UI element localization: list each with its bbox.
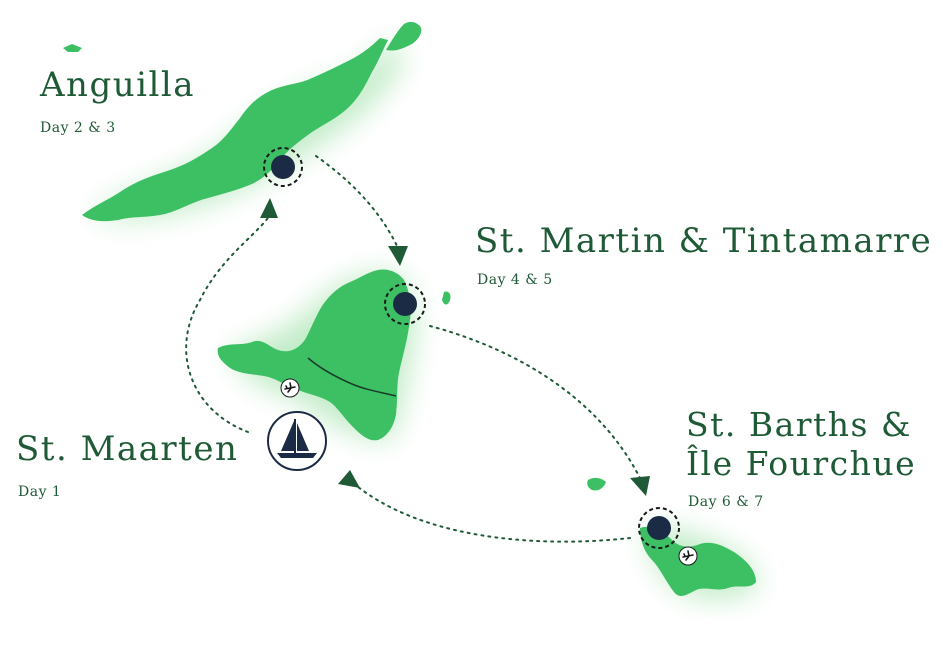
anguilla-title: Anguilla (40, 65, 196, 105)
route-anguilla-to-stmartin (315, 155, 399, 249)
st-barths-island (587, 477, 756, 596)
route-arrowheads (260, 198, 650, 496)
stmaarten-days: Day 1 (18, 484, 62, 500)
route-stmartin-to-stbarths (429, 325, 641, 479)
airplane-icon (280, 378, 300, 398)
route-stmaarten-to-anguilla (185, 217, 269, 433)
stbarths-days: Day 6 & 7 (688, 494, 764, 510)
stbarths-title-line2: Île Fourchue (686, 444, 917, 483)
catamaran-icon[interactable] (267, 411, 327, 471)
arrow-to-stbarths (630, 476, 650, 496)
tintamarre-islet (442, 291, 451, 305)
st-martin-island (217, 269, 451, 441)
island-glows (90, 40, 756, 599)
ile-fourchue-islet (587, 477, 606, 491)
stmartin-title: St. Martin & Tintamarre (475, 221, 933, 261)
stmaarten-title: St. Maarten (16, 429, 239, 469)
arrow-to-stmaarten (338, 470, 360, 488)
route-lines (185, 155, 641, 543)
arrow-to-stmartin (388, 246, 408, 266)
stbarths-title-line1: St. Barths & (686, 405, 912, 444)
anguilla-island (63, 21, 422, 222)
stop-marker-stmartin[interactable] (384, 283, 426, 325)
airplane-icon (678, 546, 698, 566)
stmartin-days: Day 4 & 5 (477, 272, 553, 288)
route-stbarths-to-stmaarten (351, 481, 631, 543)
stop-marker-anguilla[interactable] (263, 147, 303, 187)
anguilla-days: Day 2 & 3 (40, 120, 116, 136)
stop-marker-stbarths[interactable] (638, 507, 680, 549)
arrow-to-anguilla (260, 198, 278, 218)
